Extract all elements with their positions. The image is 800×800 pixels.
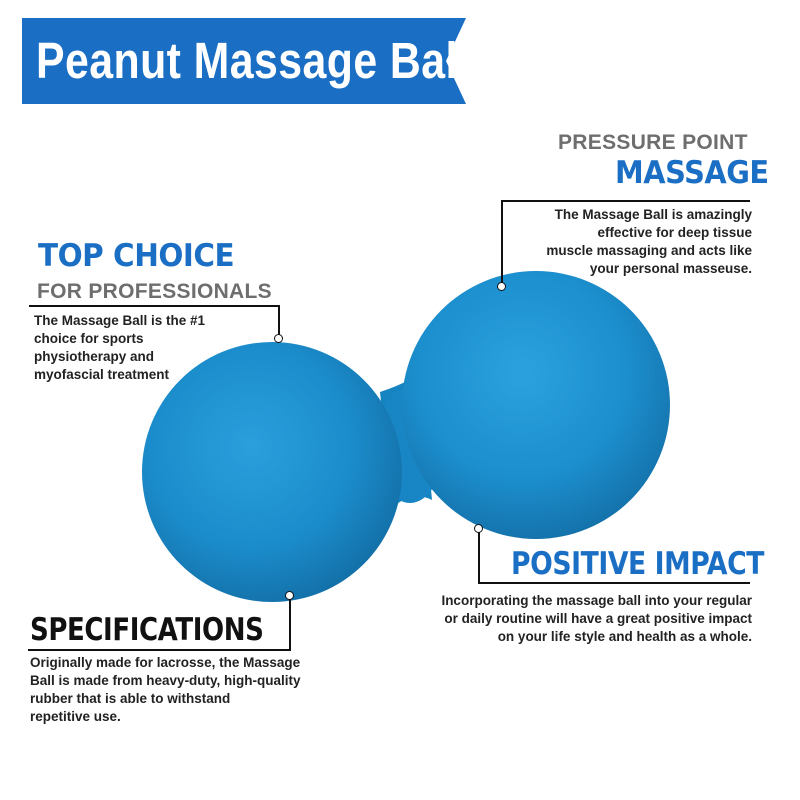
specifications-line-4: repetitive use. — [30, 709, 121, 724]
pressure-point-subtitle: PRESSURE POINT — [558, 131, 748, 154]
massage-line-3: muscle massaging and acts like — [546, 243, 752, 258]
positive-impact-line-1: Incorporating the massage ball into your… — [441, 593, 752, 608]
banner-ribbon-shape — [22, 18, 466, 104]
top-choice-line-1: The Massage Ball is the #1 — [34, 313, 206, 328]
massage-callout-line-v — [501, 200, 503, 284]
specifications-callout-line-v — [289, 599, 291, 651]
massage-line-1: The Massage Ball is amazingly — [554, 207, 752, 222]
massage-heading: MASSAGE — [615, 155, 769, 191]
top-choice-heading: TOP CHOICE — [38, 238, 235, 274]
specifications-description: Originally made for lacrosse, the Massag… — [30, 654, 330, 726]
specifications-heading: SPECIFICATIONS — [30, 612, 264, 648]
top-choice-callout-line-v — [278, 305, 280, 335]
positive-impact-callout-line-v — [478, 532, 480, 584]
positive-impact-line-2: or daily routine will have a great posit… — [444, 611, 752, 626]
top-choice-callout-dot — [274, 334, 283, 343]
massage-line-2: effective for deep tissue — [597, 225, 752, 240]
positive-impact-callout-line-h — [478, 582, 750, 584]
specifications-line-2: Ball is made from heavy-duty, high-quali… — [30, 673, 301, 688]
top-choice-line-4: myofascial treatment — [34, 367, 170, 382]
massage-callout-line-h — [501, 200, 750, 202]
positive-impact-heading: POSITIVE IMPACT — [511, 546, 765, 582]
for-professionals-subtitle: FOR PROFESSIONALS — [37, 280, 272, 303]
top-choice-line-3: physiotherapy and — [34, 349, 155, 364]
positive-impact-description: Incorporating the massage ball into your… — [420, 592, 752, 646]
title-banner: Peanut Massage Ball — [22, 18, 470, 104]
specifications-line-3: rubber that is able to withstand — [30, 691, 231, 706]
top-choice-description: The Massage Ball is the #1 choice for sp… — [34, 312, 254, 384]
top-choice-line-2: choice for sports — [34, 331, 144, 346]
specifications-line-1: Originally made for lacrosse, the Massag… — [30, 655, 301, 670]
positive-impact-line-3: on your life style and health as a whole… — [497, 629, 752, 644]
specifications-callout-line-h — [28, 649, 291, 651]
top-choice-callout-line-h — [29, 305, 279, 307]
massage-callout-dot — [497, 282, 506, 291]
massage-description: The Massage Ball is amazingly effective … — [520, 206, 752, 278]
massage-line-4: your personal masseuse. — [589, 261, 752, 276]
